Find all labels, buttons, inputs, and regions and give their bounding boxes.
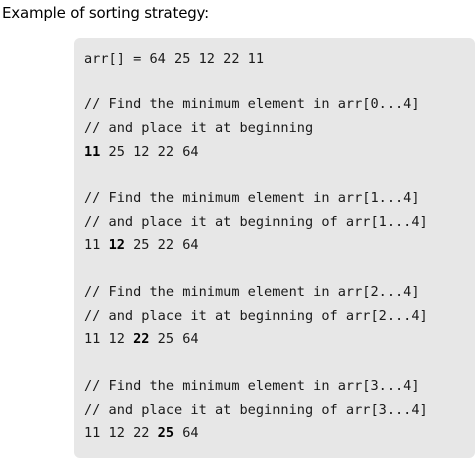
code-comment: // Find the minimum element in arr[2...4…: [84, 284, 420, 300]
result-rest: 25 12 22 64: [100, 144, 199, 160]
highlighted-value: 11: [84, 144, 101, 160]
result-prefix: 11: [84, 237, 109, 253]
code-line-array: arr[] = 64 25 12 22 11: [84, 51, 265, 67]
code-comment: // and place it at beginning of arr[1...…: [84, 214, 428, 230]
code-comment: // and place it at beginning of arr[3...…: [84, 402, 428, 418]
code-comment: // and place it at beginning of arr[2...…: [84, 308, 428, 324]
highlighted-value: 22: [133, 331, 150, 347]
code-result-line: 11 12 25 22 64: [84, 236, 199, 254]
highlighted-value: 25: [157, 425, 175, 441]
result-rest: 25 22 64: [124, 237, 199, 253]
code-block: arr[] = 64 25 12 22 11 // Find the minim…: [74, 38, 475, 458]
code-result-line: 11 25 12 22 64: [84, 143, 199, 161]
code-comment: // and place it at beginning: [84, 120, 314, 136]
code-comment: // Find the minimum element in arr[1...4…: [84, 190, 420, 206]
result-prefix: 11 12: [84, 331, 134, 347]
page-heading: Example of sorting strategy:: [2, 4, 210, 22]
result-rest: 25 64: [149, 331, 199, 347]
code-result-line: 11 12 22 25 64: [84, 424, 199, 442]
result-prefix: 11 12 22: [84, 425, 158, 441]
code-comment: // Find the minimum element in arr[0...4…: [84, 96, 420, 112]
result-rest: 64: [174, 425, 199, 441]
code-result-line: 11 12 22 25 64: [84, 330, 199, 348]
code-comment: // Find the minimum element in arr[3...4…: [84, 378, 420, 394]
highlighted-value: 12: [108, 237, 125, 253]
